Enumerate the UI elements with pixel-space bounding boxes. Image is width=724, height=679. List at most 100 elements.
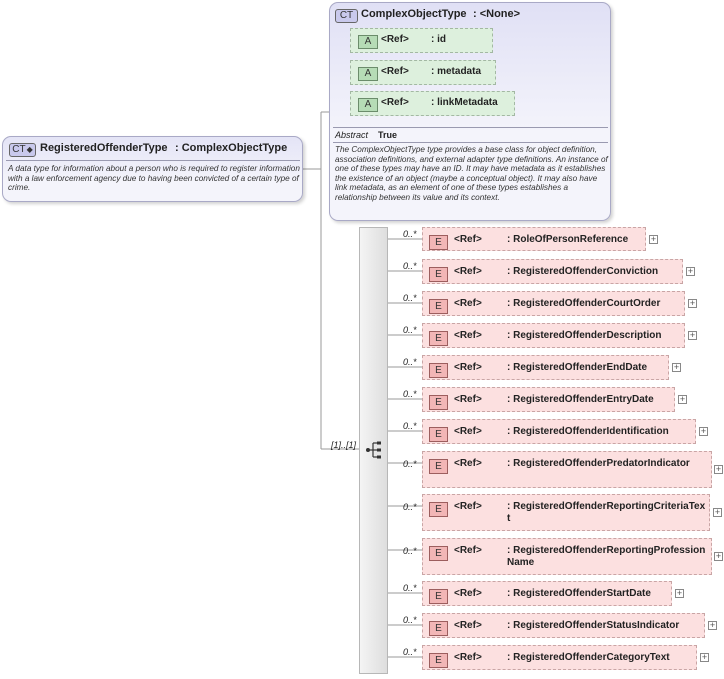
element-ref: <Ref> xyxy=(454,620,482,631)
element-icon: E xyxy=(429,546,448,561)
base-type-name: ComplexObjectType xyxy=(361,8,467,20)
element-cardinality: 0..* xyxy=(403,459,417,469)
sequence-icon xyxy=(366,441,381,459)
element-icon: E xyxy=(429,235,448,250)
type-description: A data type for information about a pers… xyxy=(8,164,300,193)
abstract-value: True xyxy=(378,130,398,140)
element-registered-offender-court-order[interactable]: E <Ref> : RegisteredOffenderCourtOrder xyxy=(422,291,685,316)
complex-object-type-box[interactable]: CT ComplexObjectType : <None> A <Ref> : … xyxy=(329,2,611,221)
element-registered-offender-start-date[interactable]: E <Ref> : RegisteredOffenderStartDate xyxy=(422,581,672,606)
element-ref: <Ref> xyxy=(454,501,482,512)
attribute-ref: <Ref> xyxy=(381,66,409,77)
expand-plus-icon[interactable]: + xyxy=(714,464,723,474)
element-icon: E xyxy=(429,299,448,314)
element-icon: E xyxy=(429,589,448,604)
divider xyxy=(333,127,608,128)
element-role-of-person-reference[interactable]: E <Ref> : RoleOfPersonReference xyxy=(422,227,646,251)
element-ref: <Ref> xyxy=(454,362,482,373)
element-name: : RegisteredOffenderIdentification xyxy=(507,426,669,437)
element-cardinality: 0..* xyxy=(403,357,417,367)
expand-plus-icon[interactable]: + xyxy=(678,394,687,404)
element-registered-offender-conviction[interactable]: E <Ref> : RegisteredOffenderConviction xyxy=(422,259,683,284)
element-registered-offender-status-indicator[interactable]: E <Ref> : RegisteredOffenderStatusIndica… xyxy=(422,613,705,638)
registered-offender-type-box[interactable]: CT◆ RegisteredOffenderType : ComplexObje… xyxy=(2,136,303,202)
element-cardinality: 0..* xyxy=(403,615,417,625)
element-registered-offender-category-text[interactable]: E <Ref> : RegisteredOffenderCategoryText xyxy=(422,645,697,670)
element-icon: E xyxy=(429,427,448,442)
element-cardinality: 0..* xyxy=(403,583,417,593)
element-icon: E xyxy=(429,363,448,378)
element-name: : RegisteredOffenderCategoryText xyxy=(507,652,670,663)
attribute-ref: <Ref> xyxy=(381,97,409,108)
element-name: : RegisteredOffenderReportingProfessionN… xyxy=(507,545,706,568)
element-ref: <Ref> xyxy=(454,234,482,245)
element-ref: <Ref> xyxy=(454,298,482,309)
expand-plus-icon[interactable]: + xyxy=(688,330,697,340)
element-ref: <Ref> xyxy=(454,426,482,437)
expand-plus-icon[interactable]: + xyxy=(672,362,681,372)
element-cardinality: 0..* xyxy=(403,421,417,431)
sequence-compositor[interactable] xyxy=(359,227,388,674)
attribute-icon: A xyxy=(358,67,378,81)
type-base: : ComplexObjectType xyxy=(175,142,288,154)
attribute-icon: A xyxy=(358,98,378,112)
element-cardinality: 0..* xyxy=(403,647,417,657)
element-icon: E xyxy=(429,621,448,636)
element-icon: E xyxy=(429,459,448,474)
element-registered-offender-description[interactable]: E <Ref> : RegisteredOffenderDescription xyxy=(422,323,685,348)
expand-plus-icon[interactable]: + xyxy=(675,588,684,598)
element-icon: E xyxy=(429,331,448,346)
element-cardinality: 0..* xyxy=(403,293,417,303)
element-registered-offender-entry-date[interactable]: E <Ref> : RegisteredOffenderEntryDate xyxy=(422,387,675,412)
element-icon: E xyxy=(429,395,448,410)
attribute-ref: <Ref> xyxy=(381,34,409,45)
expand-plus-icon[interactable]: + xyxy=(686,266,695,276)
attribute-metadata[interactable]: A <Ref> : metadata xyxy=(350,60,496,85)
element-ref: <Ref> xyxy=(454,652,482,663)
expand-plus-icon[interactable]: + xyxy=(688,298,697,308)
attribute-name: : metadata xyxy=(431,66,482,77)
element-cardinality: 0..* xyxy=(403,261,417,271)
element-name: : RegisteredOffenderCourtOrder xyxy=(507,298,661,309)
attribute-link-metadata[interactable]: A <Ref> : linkMetadata xyxy=(350,91,515,116)
element-registered-offender-reporting-criteria-text[interactable]: E <Ref> : RegisteredOffenderReportingCri… xyxy=(422,494,710,531)
element-name: : RegisteredOffenderEndDate xyxy=(507,362,648,373)
element-name: : RegisteredOffenderPredatorIndicator xyxy=(507,458,690,469)
element-name: : RegisteredOffenderStartDate xyxy=(507,588,651,599)
type-name: RegisteredOffenderType xyxy=(40,142,168,154)
element-ref: <Ref> xyxy=(454,330,482,341)
element-name: : RegisteredOffenderDescription xyxy=(507,330,662,341)
element-ref: <Ref> xyxy=(454,588,482,599)
expand-plus-icon[interactable]: + xyxy=(649,234,658,244)
expand-plus-icon[interactable]: + xyxy=(708,620,717,630)
element-ref: <Ref> xyxy=(454,394,482,405)
element-name: : RegisteredOffenderReportingCriteriaTex… xyxy=(507,501,706,524)
sequence-cardinality: [1]..[1] xyxy=(331,440,357,450)
element-icon: E xyxy=(429,267,448,282)
element-name: : RegisteredOffenderStatusIndicator xyxy=(507,620,680,631)
expand-plus-icon[interactable]: + xyxy=(699,426,708,436)
element-cardinality: 0..* xyxy=(403,325,417,335)
element-icon: E xyxy=(429,653,448,668)
element-icon: E xyxy=(429,502,448,517)
element-cardinality: 0..* xyxy=(403,502,417,512)
abstract-label: Abstract xyxy=(335,130,369,140)
complex-type-icon: CT xyxy=(335,9,358,23)
element-registered-offender-reporting-profession-name[interactable]: E <Ref> : RegisteredOffenderReportingPro… xyxy=(422,538,712,575)
element-name: : RoleOfPersonReference xyxy=(507,234,629,245)
element-registered-offender-identification[interactable]: E <Ref> : RegisteredOffenderIdentificati… xyxy=(422,419,696,444)
expand-plus-icon[interactable]: + xyxy=(713,507,722,517)
attribute-id[interactable]: A <Ref> : id xyxy=(350,28,493,53)
element-ref: <Ref> xyxy=(454,266,482,277)
attribute-icon: A xyxy=(358,35,378,49)
complex-type-icon: CT◆ xyxy=(9,143,36,157)
divider xyxy=(6,160,300,161)
element-ref: <Ref> xyxy=(454,545,482,556)
attribute-name: : linkMetadata xyxy=(431,97,498,108)
attribute-name: : id xyxy=(431,34,446,45)
element-registered-offender-end-date[interactable]: E <Ref> : RegisteredOffenderEndDate xyxy=(422,355,669,380)
expand-plus-icon[interactable]: + xyxy=(700,652,709,662)
expand-plus-icon[interactable]: + xyxy=(714,551,723,561)
divider xyxy=(333,142,608,143)
element-registered-offender-predator-indicator[interactable]: E <Ref> : RegisteredOffenderPredatorIndi… xyxy=(422,451,712,488)
